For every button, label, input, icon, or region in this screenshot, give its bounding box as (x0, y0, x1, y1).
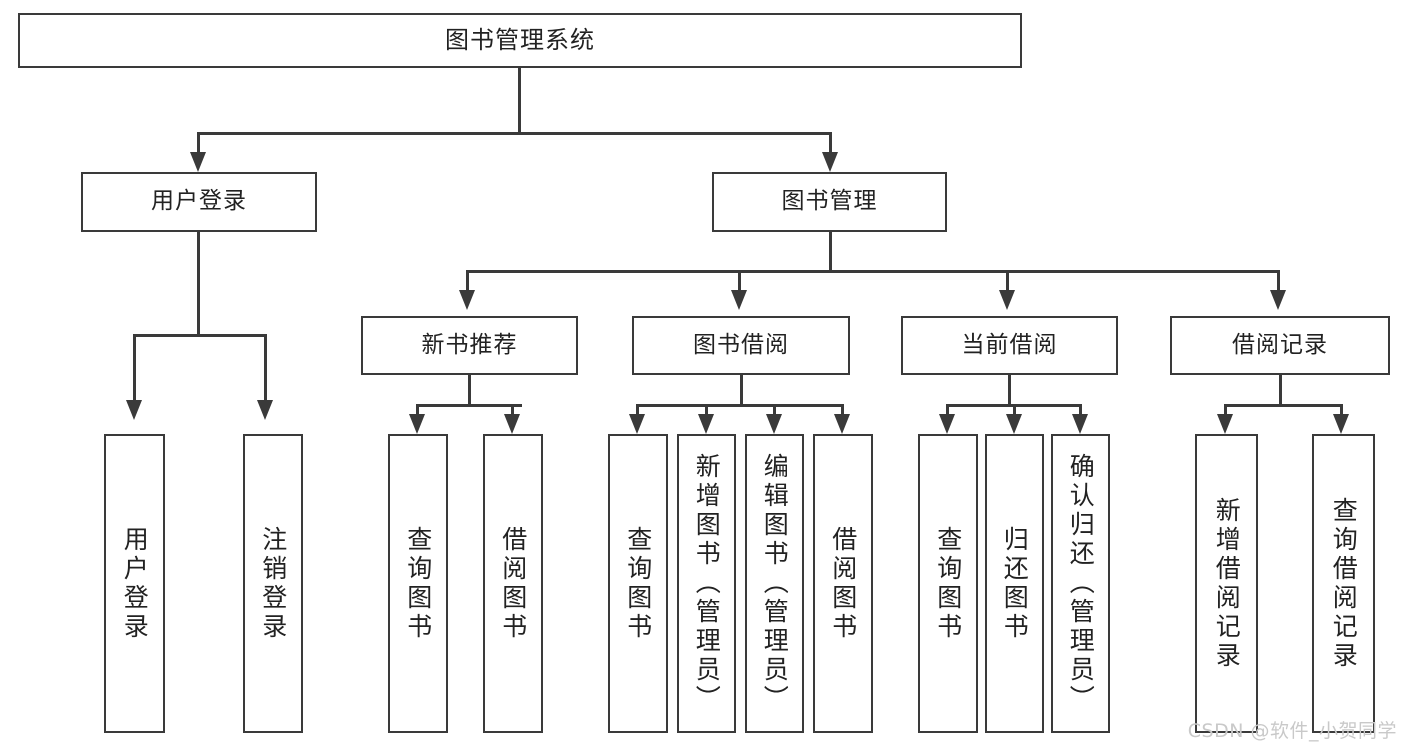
leaf-edit-book-admin-label: 编辑图书（管理员） (760, 453, 790, 714)
connector-book-manage-branch-1 (466, 270, 469, 292)
connector-borrow-record-bus (1224, 404, 1343, 407)
connector-root-to-user-login (197, 132, 200, 154)
leaf-confirm-return-admin[interactable]: 确认归还（管理员） (1051, 434, 1110, 733)
arrow-to-leaf-borrow-book-1 (504, 414, 520, 434)
leaf-current-query-book-label: 查询图书 (933, 525, 963, 642)
leaf-new-book-query-label: 查询图书 (403, 525, 433, 642)
leaf-return-book[interactable]: 归还图书 (985, 434, 1044, 733)
connector-new-book-rec-branch-2 (511, 404, 514, 416)
node-book-manage-label: 图书管理 (781, 188, 878, 215)
connector-book-manage-branch-4 (1277, 270, 1280, 292)
connector-book-manage-branch-2 (738, 270, 741, 292)
connector-current-borrow-stem (1008, 375, 1011, 406)
arrow-to-user-login (190, 152, 206, 172)
leaf-add-book-admin-label: 新增图书（管理员） (692, 453, 722, 714)
arrow-to-leaf-add-record (1217, 414, 1233, 434)
leaf-add-book-admin[interactable]: 新增图书（管理员） (677, 434, 736, 733)
node-new-book-rec[interactable]: 新书推荐 (361, 316, 578, 375)
connector-book-borrow-branch-4 (841, 404, 844, 416)
connector-book-borrow-branch-3 (773, 404, 776, 416)
leaf-edit-book-admin[interactable]: 编辑图书（管理员） (745, 434, 804, 733)
connector-borrow-record-stem (1279, 375, 1282, 406)
connector-user-login-branch-2 (264, 334, 267, 402)
leaf-logout-label: 注销登录 (258, 525, 288, 642)
leaf-logout[interactable]: 注销登录 (243, 434, 303, 733)
connector-root-bus (197, 132, 832, 135)
arrow-to-borrow-record (1270, 290, 1286, 310)
node-new-book-rec-label: 新书推荐 (421, 331, 518, 358)
node-current-borrow-label: 当前借阅 (961, 331, 1058, 358)
leaf-new-book-query[interactable]: 查询图书 (388, 434, 448, 733)
leaf-add-borrow-record-label: 新增借阅记录 (1212, 496, 1242, 671)
leaf-current-query-book[interactable]: 查询图书 (918, 434, 978, 733)
node-user-login-label: 用户登录 (151, 188, 247, 215)
leaf-user-login[interactable]: 用户登录 (104, 434, 165, 733)
connector-new-book-rec-branch-1 (416, 404, 419, 416)
connector-user-login-branch-1 (133, 334, 136, 402)
connector-user-login-stem (197, 232, 200, 336)
arrow-to-leaf-borrow-book-2 (834, 414, 850, 434)
arrow-to-current-borrow (999, 290, 1015, 310)
arrow-to-leaf-query-book-2 (629, 414, 645, 434)
connector-book-borrow-branch-1 (636, 404, 639, 416)
node-book-manage[interactable]: 图书管理 (712, 172, 947, 232)
arrow-to-leaf-edit-book (766, 414, 782, 434)
connector-root-stem (518, 68, 521, 134)
connector-book-borrow-stem (740, 375, 743, 406)
leaf-add-borrow-record[interactable]: 新增借阅记录 (1195, 434, 1258, 733)
connector-user-login-bus (133, 334, 267, 337)
leaf-borrow-query-book[interactable]: 查询图书 (608, 434, 668, 733)
connector-book-borrow-branch-2 (705, 404, 708, 416)
node-root-label: 图书管理系统 (445, 26, 595, 55)
arrow-to-leaf-query-book-1 (409, 414, 425, 434)
connector-borrow-record-branch-2 (1340, 404, 1343, 416)
connector-new-book-rec-bus (416, 404, 522, 407)
arrow-to-leaf-logout (257, 400, 273, 420)
arrow-to-leaf-user-login (126, 400, 142, 420)
connector-current-borrow-bus (946, 404, 1079, 407)
connector-current-borrow-branch-1 (946, 404, 949, 416)
node-borrow-record-label: 借阅记录 (1232, 331, 1328, 358)
connector-root-to-book-manage (829, 132, 832, 154)
connector-book-manage-branch-3 (1006, 270, 1009, 292)
connector-book-manage-stem (829, 232, 832, 272)
leaf-borrow-query-book-label: 查询图书 (623, 525, 653, 642)
connector-borrow-record-branch-1 (1224, 404, 1227, 416)
leaf-borrow-book[interactable]: 借阅图书 (813, 434, 873, 733)
arrow-to-book-manage (822, 152, 838, 172)
node-borrow-record[interactable]: 借阅记录 (1170, 316, 1390, 375)
connector-current-borrow-branch-2 (1013, 404, 1016, 416)
node-root[interactable]: 图书管理系统 (18, 13, 1022, 68)
node-book-borrow-label: 图书借阅 (693, 331, 789, 358)
arrow-to-leaf-confirm-return (1072, 414, 1088, 434)
arrow-to-leaf-query-book-3 (939, 414, 955, 434)
connector-book-manage-bus (466, 270, 1280, 273)
connector-book-borrow-bus (636, 404, 844, 407)
leaf-query-borrow-record-label: 查询借阅记录 (1329, 496, 1359, 671)
leaf-query-borrow-record[interactable]: 查询借阅记录 (1312, 434, 1375, 733)
leaf-new-book-borrow-label: 借阅图书 (498, 525, 528, 642)
arrow-to-new-book-rec (459, 290, 475, 310)
node-book-borrow[interactable]: 图书借阅 (632, 316, 850, 375)
connector-current-borrow-branch-3 (1079, 404, 1082, 416)
arrow-to-leaf-return-book (1006, 414, 1022, 434)
leaf-borrow-book-label: 借阅图书 (828, 525, 858, 642)
leaf-new-book-borrow[interactable]: 借阅图书 (483, 434, 543, 733)
arrow-to-leaf-query-record (1333, 414, 1349, 434)
arrow-to-book-borrow (731, 290, 747, 310)
arrow-to-leaf-add-book (698, 414, 714, 434)
leaf-user-login-label: 用户登录 (120, 525, 150, 642)
node-current-borrow[interactable]: 当前借阅 (901, 316, 1118, 375)
node-user-login[interactable]: 用户登录 (81, 172, 317, 232)
leaf-return-book-label: 归还图书 (1000, 525, 1030, 642)
connector-new-book-rec-stem (468, 375, 471, 406)
leaf-confirm-return-admin-label: 确认归还（管理员） (1066, 453, 1096, 714)
